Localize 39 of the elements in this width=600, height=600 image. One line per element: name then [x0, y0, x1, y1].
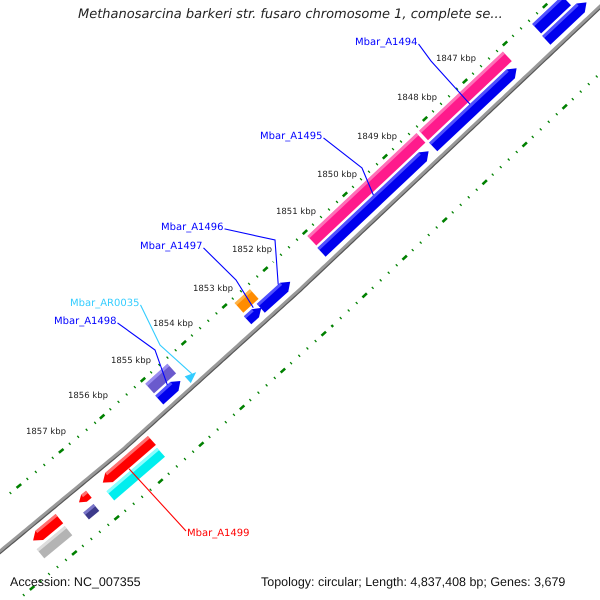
- gene-block: [234, 289, 259, 313]
- gene-label: Mbar_AR0035: [70, 298, 140, 310]
- scale-label: 1855 kbp: [110, 357, 152, 367]
- leader-line: [224, 228, 279, 285]
- leader-line: [323, 137, 374, 196]
- scale-label: 1849 kbp: [356, 133, 398, 143]
- scale-label: 1850 kbp: [316, 171, 358, 181]
- gene-block: [419, 52, 512, 140]
- gene-feature: [102, 436, 156, 483]
- gene-block: [532, 0, 571, 34]
- scale-label: 1856 kbp: [68, 392, 108, 402]
- gene-label: Mbar_A1499: [187, 528, 250, 540]
- leader-line: [203, 248, 254, 308]
- scale-label: 1853 kbp: [192, 285, 234, 295]
- leader-line: [128, 468, 186, 532]
- genome-stats-text: Topology: circular; Length: 4,837,408 bp; Genes: 3,679: [261, 575, 566, 590]
- gene-block: [83, 504, 100, 520]
- scale-label: 1848 kbp: [396, 94, 438, 104]
- accession-text: Accession: NC_007355: [10, 575, 141, 590]
- gene-feature: [256, 282, 290, 313]
- gene-feature: [79, 490, 92, 502]
- gene-label: Mbar_A1496: [161, 222, 224, 234]
- scale-label: 1847 kbp: [436, 55, 476, 65]
- trna-marker: [184, 372, 196, 384]
- gene-label: Mbar_A1494: [355, 37, 418, 48]
- scale-label: 1852 kbp: [232, 246, 272, 256]
- leader-line: [117, 322, 168, 385]
- scale-label: 1854 kbp: [152, 320, 194, 330]
- leader-line: [418, 44, 470, 104]
- leader-line: [140, 304, 192, 374]
- gene-feature: [33, 514, 64, 540]
- gene-label: Mbar_A1495: [260, 131, 323, 142]
- gene-label: Mbar_A1498: [54, 316, 117, 328]
- map-title: Methanosarcina barkeri str. fusaro chromosome 1, complete se...: [78, 8, 503, 23]
- gene-label: Mbar_A1497: [140, 241, 203, 252]
- scale-label: 1851 kbp: [276, 208, 316, 218]
- gene-feature: [244, 308, 262, 324]
- gene-block: [145, 364, 176, 394]
- scale-label: 1857 kbp: [26, 428, 66, 438]
